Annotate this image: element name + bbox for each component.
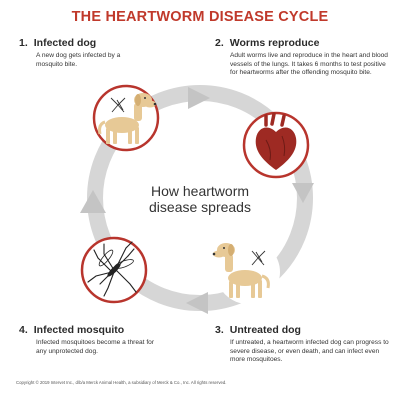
step-2-heart-icon	[242, 111, 310, 179]
copyright-notice: Copyright © 2019 Intervet Inc., d/b/a Me…	[16, 380, 227, 385]
center-label-line-1: How heartworm	[150, 183, 250, 199]
step-1-dog-icon	[92, 84, 160, 152]
arrow-right-icon	[292, 183, 314, 203]
step-2-body: Adult worms live and reproduce in the he…	[230, 52, 388, 77]
step-1-title: Infected dog	[33, 37, 97, 49]
step-3: 3. Untreated dog If untreated, a heartwor…	[215, 324, 390, 365]
step-1-body: A new dog gets infected by a mosquito bi…	[36, 52, 121, 68]
step-1-number: 1.	[19, 37, 28, 49]
step-3-dog-icon	[212, 240, 280, 304]
arrow-bottom-icon	[186, 292, 208, 314]
step-4-mosquito-icon	[80, 236, 148, 304]
diagram-title: THE HEARTWORM DISEASE CYCLE	[71, 9, 329, 25]
step-4-number: 4.	[19, 324, 28, 336]
step-3-number: 3.	[215, 324, 224, 336]
arrow-left-icon	[80, 190, 106, 213]
center-label: How heartworm disease spreads	[112, 183, 288, 215]
step-4-title: Infected mosquito	[33, 324, 125, 336]
step-1: 1. Infected dog A new dog gets infected b…	[19, 37, 159, 69]
center-label-line-2: disease spreads	[149, 199, 251, 215]
step-2: 2. Worms reproduce Adult worms live and r…	[215, 37, 390, 78]
step-2-number: 2.	[215, 37, 224, 49]
arrow-top-icon	[188, 87, 210, 109]
step-3-title: Untreated dog	[229, 324, 301, 336]
step-3-body: If untreated, a heartworm infected dog c…	[230, 339, 389, 364]
step-4: 4. Infected mosquito Infected mosquitoes …	[19, 324, 169, 356]
step-4-body: Infected mosquitoes become a threat for …	[36, 339, 155, 355]
step-2-title: Worms reproduce	[229, 37, 320, 49]
